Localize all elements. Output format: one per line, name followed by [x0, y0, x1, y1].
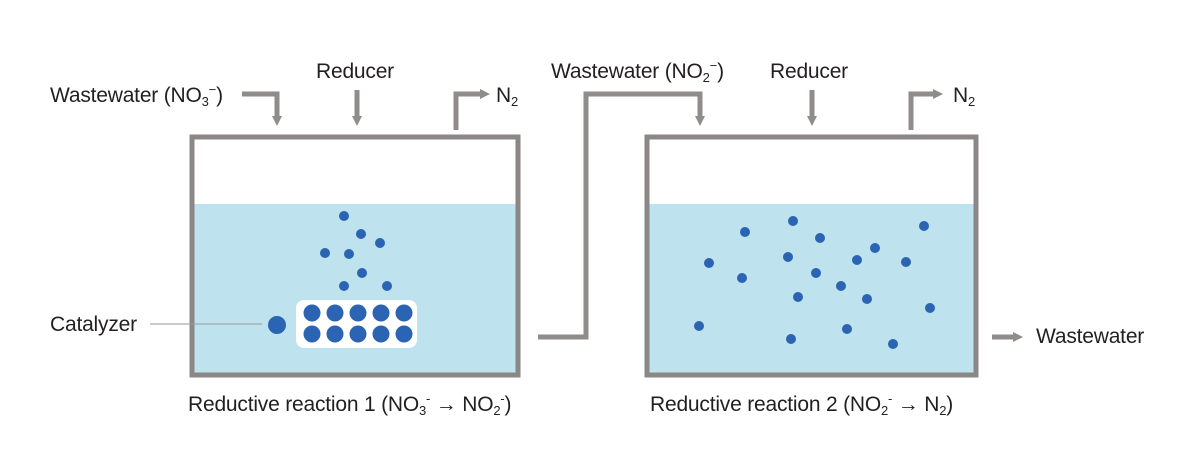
nitrite-particle — [344, 249, 354, 259]
particle — [888, 339, 898, 349]
tank-1-caption: Reductive reaction 1 (NO3- → NO2-) — [188, 391, 512, 418]
tank-1-gas-label: N2 — [496, 84, 518, 109]
particle — [740, 227, 750, 237]
catalyst-particle — [395, 304, 413, 322]
particle — [901, 257, 911, 267]
particle — [919, 221, 929, 231]
particle — [811, 268, 821, 278]
tank-1-water — [192, 204, 518, 375]
particle — [704, 258, 714, 268]
nitrite-particle — [339, 211, 349, 221]
tank-1-gas-outlet-arrow — [453, 89, 490, 130]
particle — [694, 321, 704, 331]
catalyst-particle — [349, 325, 367, 343]
tank-2-water — [647, 204, 976, 375]
catalyst-particle — [372, 304, 390, 322]
nitrite-particle — [357, 268, 367, 278]
tank-1-inlet-arrow — [242, 91, 282, 126]
tank-2-gas-outlet-arrow — [908, 89, 943, 130]
particle — [783, 252, 793, 262]
catalyst-particle — [326, 325, 344, 343]
particle — [788, 216, 798, 226]
tank-1-inlet-label: Wastewater (NO3−) — [50, 82, 223, 109]
particle — [862, 294, 872, 304]
tank-2-caption: Reductive reaction 2 (NO2- → N2) — [650, 391, 954, 418]
tank-1-particles — [320, 211, 392, 291]
catalyst-particle — [349, 304, 367, 322]
transfer-pipe — [538, 91, 705, 340]
catalyst-particle — [303, 325, 321, 343]
tank-2-wall — [644, 134, 979, 378]
particle — [786, 334, 796, 344]
tank-2-outlet-label: Wastewater — [1036, 325, 1145, 348]
catalyst-particle — [372, 325, 390, 343]
tank-2-reducer-label: Reducer — [770, 60, 848, 83]
catalyst-sample-dot — [268, 316, 286, 334]
tank-2-particles — [694, 216, 935, 349]
nitrite-particle — [339, 281, 349, 291]
tank-1 — [150, 134, 521, 378]
catalyst-particle — [395, 325, 413, 343]
nitrite-particle — [382, 281, 392, 291]
nitrite-particle — [356, 229, 366, 239]
catalyst-label: Catalyzer — [50, 313, 137, 336]
tank-1-reducer-label: Reducer — [316, 60, 394, 83]
tank-2-gas-label: N2 — [953, 84, 975, 109]
particle — [842, 324, 852, 334]
particle — [737, 273, 747, 283]
catalyst-particles — [303, 304, 413, 343]
catalyst-particle — [326, 304, 344, 322]
nitrite-particle — [375, 238, 385, 248]
particle — [815, 233, 825, 243]
tank-2-inlet-label: Wastewater (NO2−) — [551, 58, 724, 85]
particle — [836, 281, 846, 291]
particle — [852, 255, 862, 265]
particle — [793, 292, 803, 302]
particle — [925, 303, 935, 313]
particle — [870, 243, 880, 253]
tank-2 — [644, 134, 979, 378]
tank-1-wall — [189, 134, 521, 378]
nitrite-particle — [320, 248, 330, 258]
catalyst-particle — [303, 304, 321, 322]
